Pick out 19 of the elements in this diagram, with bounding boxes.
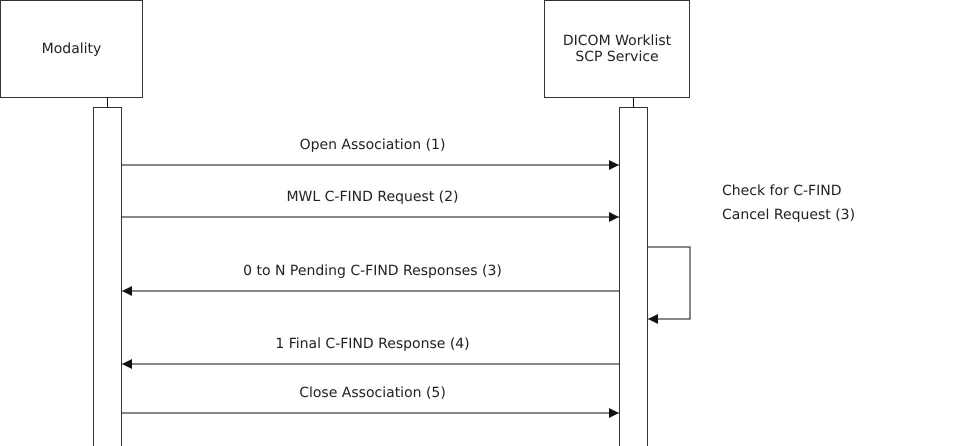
message-label: MWL C-FIND Request (2) bbox=[285, 189, 460, 206]
message-label: 1 Final C-FIND Response (4) bbox=[274, 336, 471, 353]
participant-box bbox=[0, 0, 143, 98]
participant-name: DICOM Worklist SCP Service bbox=[562, 33, 672, 65]
message-label: Open Association (1) bbox=[298, 137, 446, 154]
message-arrow bbox=[122, 286, 620, 296]
lifeline bbox=[107, 98, 108, 108]
message-arrow bbox=[122, 212, 620, 222]
activation-bar bbox=[619, 107, 648, 446]
lifeline bbox=[633, 98, 634, 108]
self-message-arrow bbox=[648, 246, 690, 324]
message-label: 0 to N Pending C-FIND Responses (3) bbox=[242, 263, 503, 280]
message-arrow bbox=[122, 160, 620, 170]
participant-name: Modality bbox=[42, 41, 102, 57]
participant-box bbox=[544, 0, 690, 98]
activation-bar bbox=[93, 107, 122, 446]
message-arrow bbox=[122, 359, 620, 369]
message-label: Close Association (5) bbox=[298, 385, 447, 402]
message-arrow bbox=[122, 408, 620, 418]
